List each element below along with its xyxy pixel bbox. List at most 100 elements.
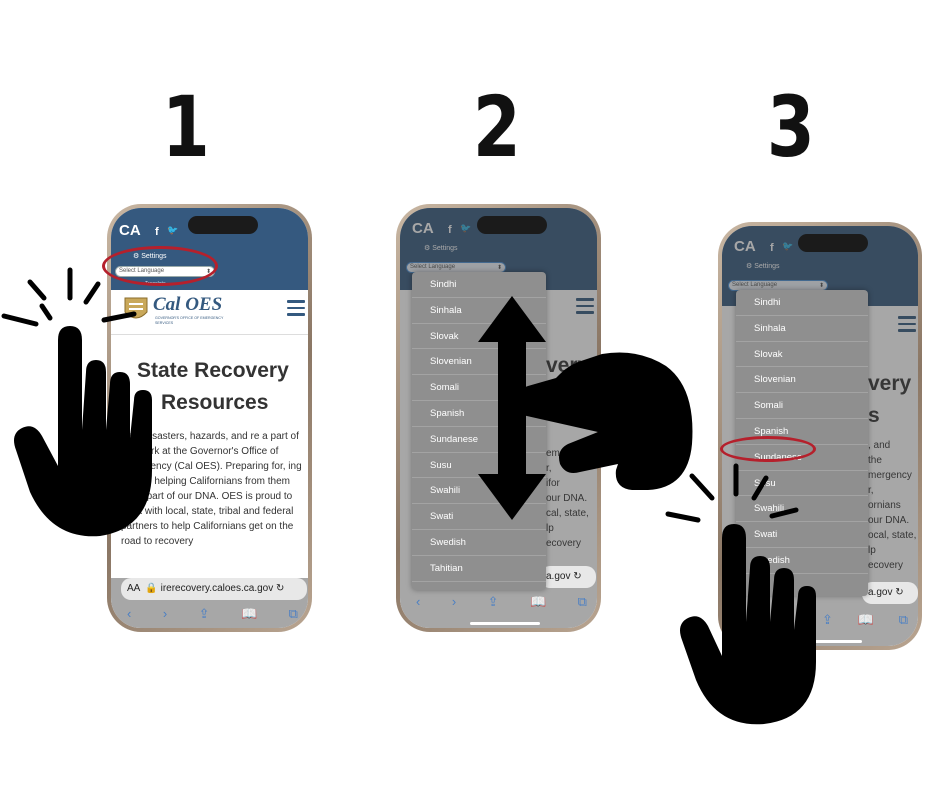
settings-label: Settings	[432, 245, 458, 252]
partial-line: cal, state,	[546, 508, 589, 519]
tabs-icon[interactable]: ⧉	[288, 606, 298, 621]
language-option[interactable]: Slovak	[412, 324, 546, 350]
browser-toolbar: ‹ › ⇪ 📖 ⧉	[127, 606, 298, 622]
hamburger-menu-icon[interactable]	[287, 300, 305, 320]
language-option[interactable]: Sinhala	[412, 298, 546, 324]
twitter-icon[interactable]: 🐦	[167, 225, 179, 235]
back-icon[interactable]: ‹	[416, 594, 421, 609]
chevron-updown-icon: ⬍	[496, 265, 502, 271]
facebook-icon[interactable]: f	[448, 224, 452, 236]
language-option[interactable]: Slovenian	[736, 367, 868, 394]
partial-line: our DNA.	[868, 515, 910, 526]
partial-line: , and	[868, 440, 891, 451]
text-size-button[interactable]: AA	[127, 583, 140, 594]
home-indicator	[470, 622, 540, 625]
ca-logo[interactable]: CA	[412, 220, 434, 237]
facebook-icon[interactable]: f	[155, 226, 159, 238]
hamburger-menu-icon[interactable]	[898, 316, 916, 336]
language-option[interactable]: Swati	[412, 504, 546, 530]
back-icon[interactable]: ‹	[127, 606, 132, 621]
language-option[interactable]: Sindhi	[412, 272, 546, 298]
share-icon[interactable]: ⇪	[198, 606, 210, 621]
url-bar[interactable]: AA 🔒 irerecovery.caloes.ca.gov ↻	[121, 578, 307, 600]
reload-icon[interactable]: ↻	[276, 583, 285, 594]
settings-link[interactable]: ⚙ Settings	[424, 245, 458, 252]
tap-line	[689, 473, 715, 501]
language-option[interactable]: Somali	[412, 375, 546, 401]
language-option[interactable]: Swedish	[412, 530, 546, 556]
language-option[interactable]: Susu	[412, 453, 546, 479]
language-option[interactable]: Sundanese	[412, 427, 546, 453]
page-title-line-1: State Recovery	[137, 359, 289, 382]
language-option[interactable]: Swedish	[736, 548, 868, 574]
ca-logo[interactable]: CA	[734, 238, 756, 255]
url-bar[interactable]: a.gov ↻	[540, 566, 596, 588]
bookmarks-icon[interactable]: 📖	[530, 594, 547, 609]
partial-paragraph: , and the mergency r, ornians our DNA. o…	[868, 438, 916, 573]
tap-line	[1, 313, 39, 327]
bookmarks-icon[interactable]: 📖	[241, 606, 258, 621]
settings-link[interactable]: ⚙ Settings	[746, 263, 780, 270]
ca-logo[interactable]: CA	[119, 222, 141, 239]
caloes-logo-text: Cal OES	[153, 294, 223, 315]
tabs-icon[interactable]: ⧉	[577, 594, 587, 609]
tabs-icon[interactable]: ⧉	[898, 612, 908, 627]
share-icon[interactable]: ⇪	[487, 594, 499, 609]
tap-line	[751, 475, 769, 501]
tap-hand-icon	[1, 267, 152, 537]
bookmarks-icon[interactable]: 📖	[857, 612, 874, 627]
page-title-partial-2: s	[868, 404, 880, 427]
site-logo-bar: Cal OES GOVERNOR'S OFFICE OF EMERGENCY S…	[111, 290, 308, 335]
twitter-icon[interactable]: 🐦	[782, 241, 794, 251]
tap-line	[83, 281, 101, 305]
step-number-1: 1	[161, 78, 210, 176]
partial-line: lp	[546, 523, 554, 534]
language-option[interactable]: Sinhala	[736, 316, 868, 342]
reload-icon[interactable]: ↻	[573, 571, 582, 582]
select-language-label: Select Language	[410, 264, 456, 270]
language-option[interactable]: Spanish	[412, 401, 546, 427]
language-option[interactable]: Somali	[736, 393, 868, 419]
tap-line	[27, 279, 47, 301]
highlight-ellipse-spanish	[720, 436, 816, 462]
partial-line: r,	[546, 463, 552, 474]
browser-toolbar: ‹ › ⇪ 📖 ⧉	[416, 594, 587, 610]
partial-line: mergency	[868, 470, 912, 481]
settings-label: Settings	[754, 263, 780, 270]
step-number-2: 2	[472, 78, 521, 176]
page-title-partial-1: very	[868, 372, 912, 395]
intro-paragraph: cies, disasters, hazards, and re a part …	[121, 431, 302, 547]
caloes-logo-subtext: GOVERNOR'S OFFICE OF EMERGENCY SERVICES	[155, 316, 224, 325]
select-language-label: Select Language	[732, 282, 778, 288]
partial-line: our DNA.	[546, 493, 588, 504]
browser-toolbar: ⇪ 📖 ⧉	[822, 612, 908, 628]
forward-icon[interactable]: ›	[162, 606, 168, 621]
dynamic-island	[798, 234, 868, 252]
language-option[interactable]: Swahili	[736, 496, 868, 523]
language-option[interactable]: Swahili	[412, 478, 546, 505]
tap-line	[769, 507, 799, 519]
tap-line	[101, 311, 137, 323]
hamburger-menu-icon[interactable]	[576, 298, 594, 318]
language-option[interactable]: Tahitian	[412, 556, 546, 582]
dynamic-island	[476, 216, 547, 234]
url-text: irerecovery.caloes.ca.gov	[160, 583, 274, 594]
forward-icon[interactable]: ›	[451, 594, 457, 609]
step-number-3: 3	[766, 78, 815, 176]
language-option[interactable]: Slovak	[736, 342, 868, 368]
reload-icon[interactable]: ↻	[895, 587, 904, 598]
url-text: a.gov	[546, 571, 571, 582]
partial-line: ecovery	[546, 538, 582, 549]
language-option[interactable]: Sindhi	[736, 290, 868, 316]
highlight-ellipse-select-language	[102, 246, 218, 286]
tap-line	[39, 303, 53, 321]
chevron-updown-icon: ⬍	[818, 283, 824, 289]
partial-line: ecovery	[868, 560, 904, 571]
partial-line: ocal, state,	[868, 530, 917, 541]
share-icon[interactable]: ⇪	[822, 612, 833, 627]
url-bar[interactable]: a.gov ↻	[862, 582, 918, 604]
language-option[interactable]: Slovenian	[412, 349, 546, 376]
language-option[interactable]: Swati	[736, 522, 868, 548]
twitter-icon[interactable]: 🐦	[460, 223, 472, 233]
facebook-icon[interactable]: f	[770, 242, 774, 254]
